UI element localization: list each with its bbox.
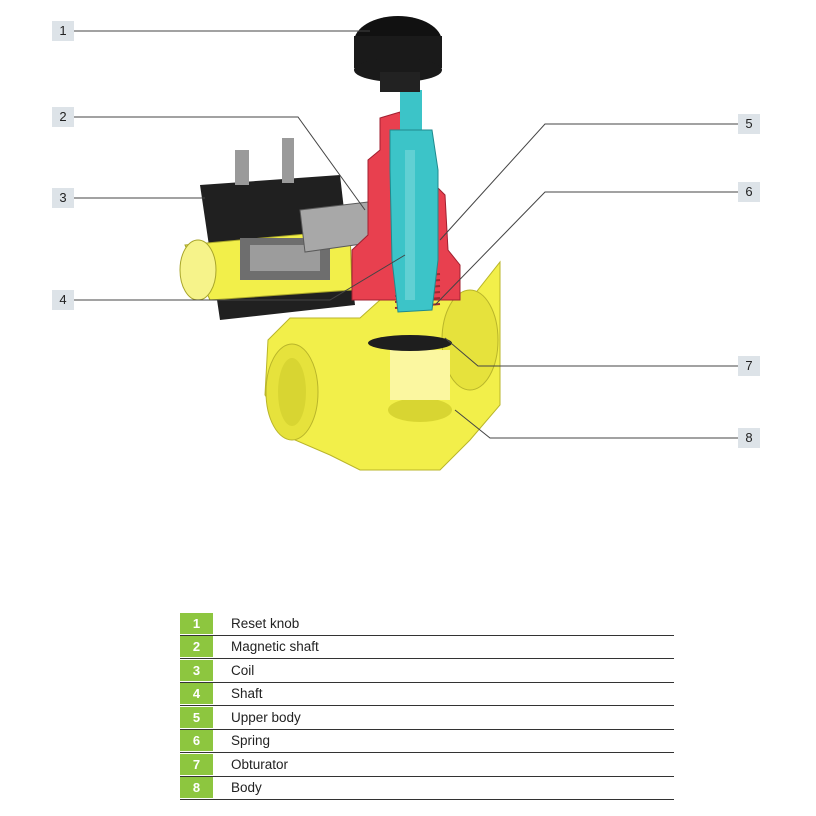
callout-5: 5 [738, 114, 760, 134]
legend-number: 6 [180, 730, 213, 752]
legend-label: Reset knob [231, 615, 300, 631]
legend-number: 7 [180, 753, 213, 775]
legend-label: Magnetic shaft [231, 639, 319, 655]
legend-label: Shaft [231, 686, 263, 702]
callout-3: 3 [52, 188, 74, 208]
legend-row: 5 Upper body [180, 706, 674, 730]
legend-row: 3 Coil [180, 659, 674, 683]
legend-number: 8 [180, 777, 213, 799]
legend-row: 1 Reset knob [180, 612, 674, 636]
legend-row: 4 Shaft [180, 683, 674, 706]
callout-1: 1 [52, 21, 74, 41]
leader-lines [74, 30, 738, 439]
callout-2: 2 [52, 107, 74, 127]
legend-number: 2 [180, 636, 213, 658]
obturator [368, 335, 452, 351]
reset-knob [354, 16, 442, 92]
shaft [389, 90, 439, 313]
callout-7: 7 [738, 356, 760, 376]
legend-row: 2 Magnetic shaft [180, 636, 674, 659]
callout-6: 6 [738, 182, 760, 202]
legend-number: 4 [180, 683, 213, 705]
legend-row: 8 Body [180, 777, 674, 800]
callout-4: 4 [52, 290, 74, 310]
legend-row: 7 Obturator [180, 753, 674, 777]
legend-label: Obturator [231, 756, 289, 772]
legend-number: 3 [180, 659, 213, 681]
legend-label: Upper body [231, 709, 301, 725]
legend-label: Spring [231, 733, 271, 749]
parts-legend: 1 Reset knob 2 Magnetic shaft 3 Coil 4 S… [180, 612, 674, 800]
valve-body [264, 260, 501, 471]
legend-label: Coil [231, 662, 255, 678]
legend-number: 1 [180, 612, 213, 634]
legend-label: Body [231, 780, 262, 796]
legend-row: 6 Spring [180, 730, 674, 753]
callout-8: 8 [738, 428, 760, 448]
valve-cutaway-diagram [74, 16, 738, 471]
legend-number: 5 [180, 706, 213, 728]
